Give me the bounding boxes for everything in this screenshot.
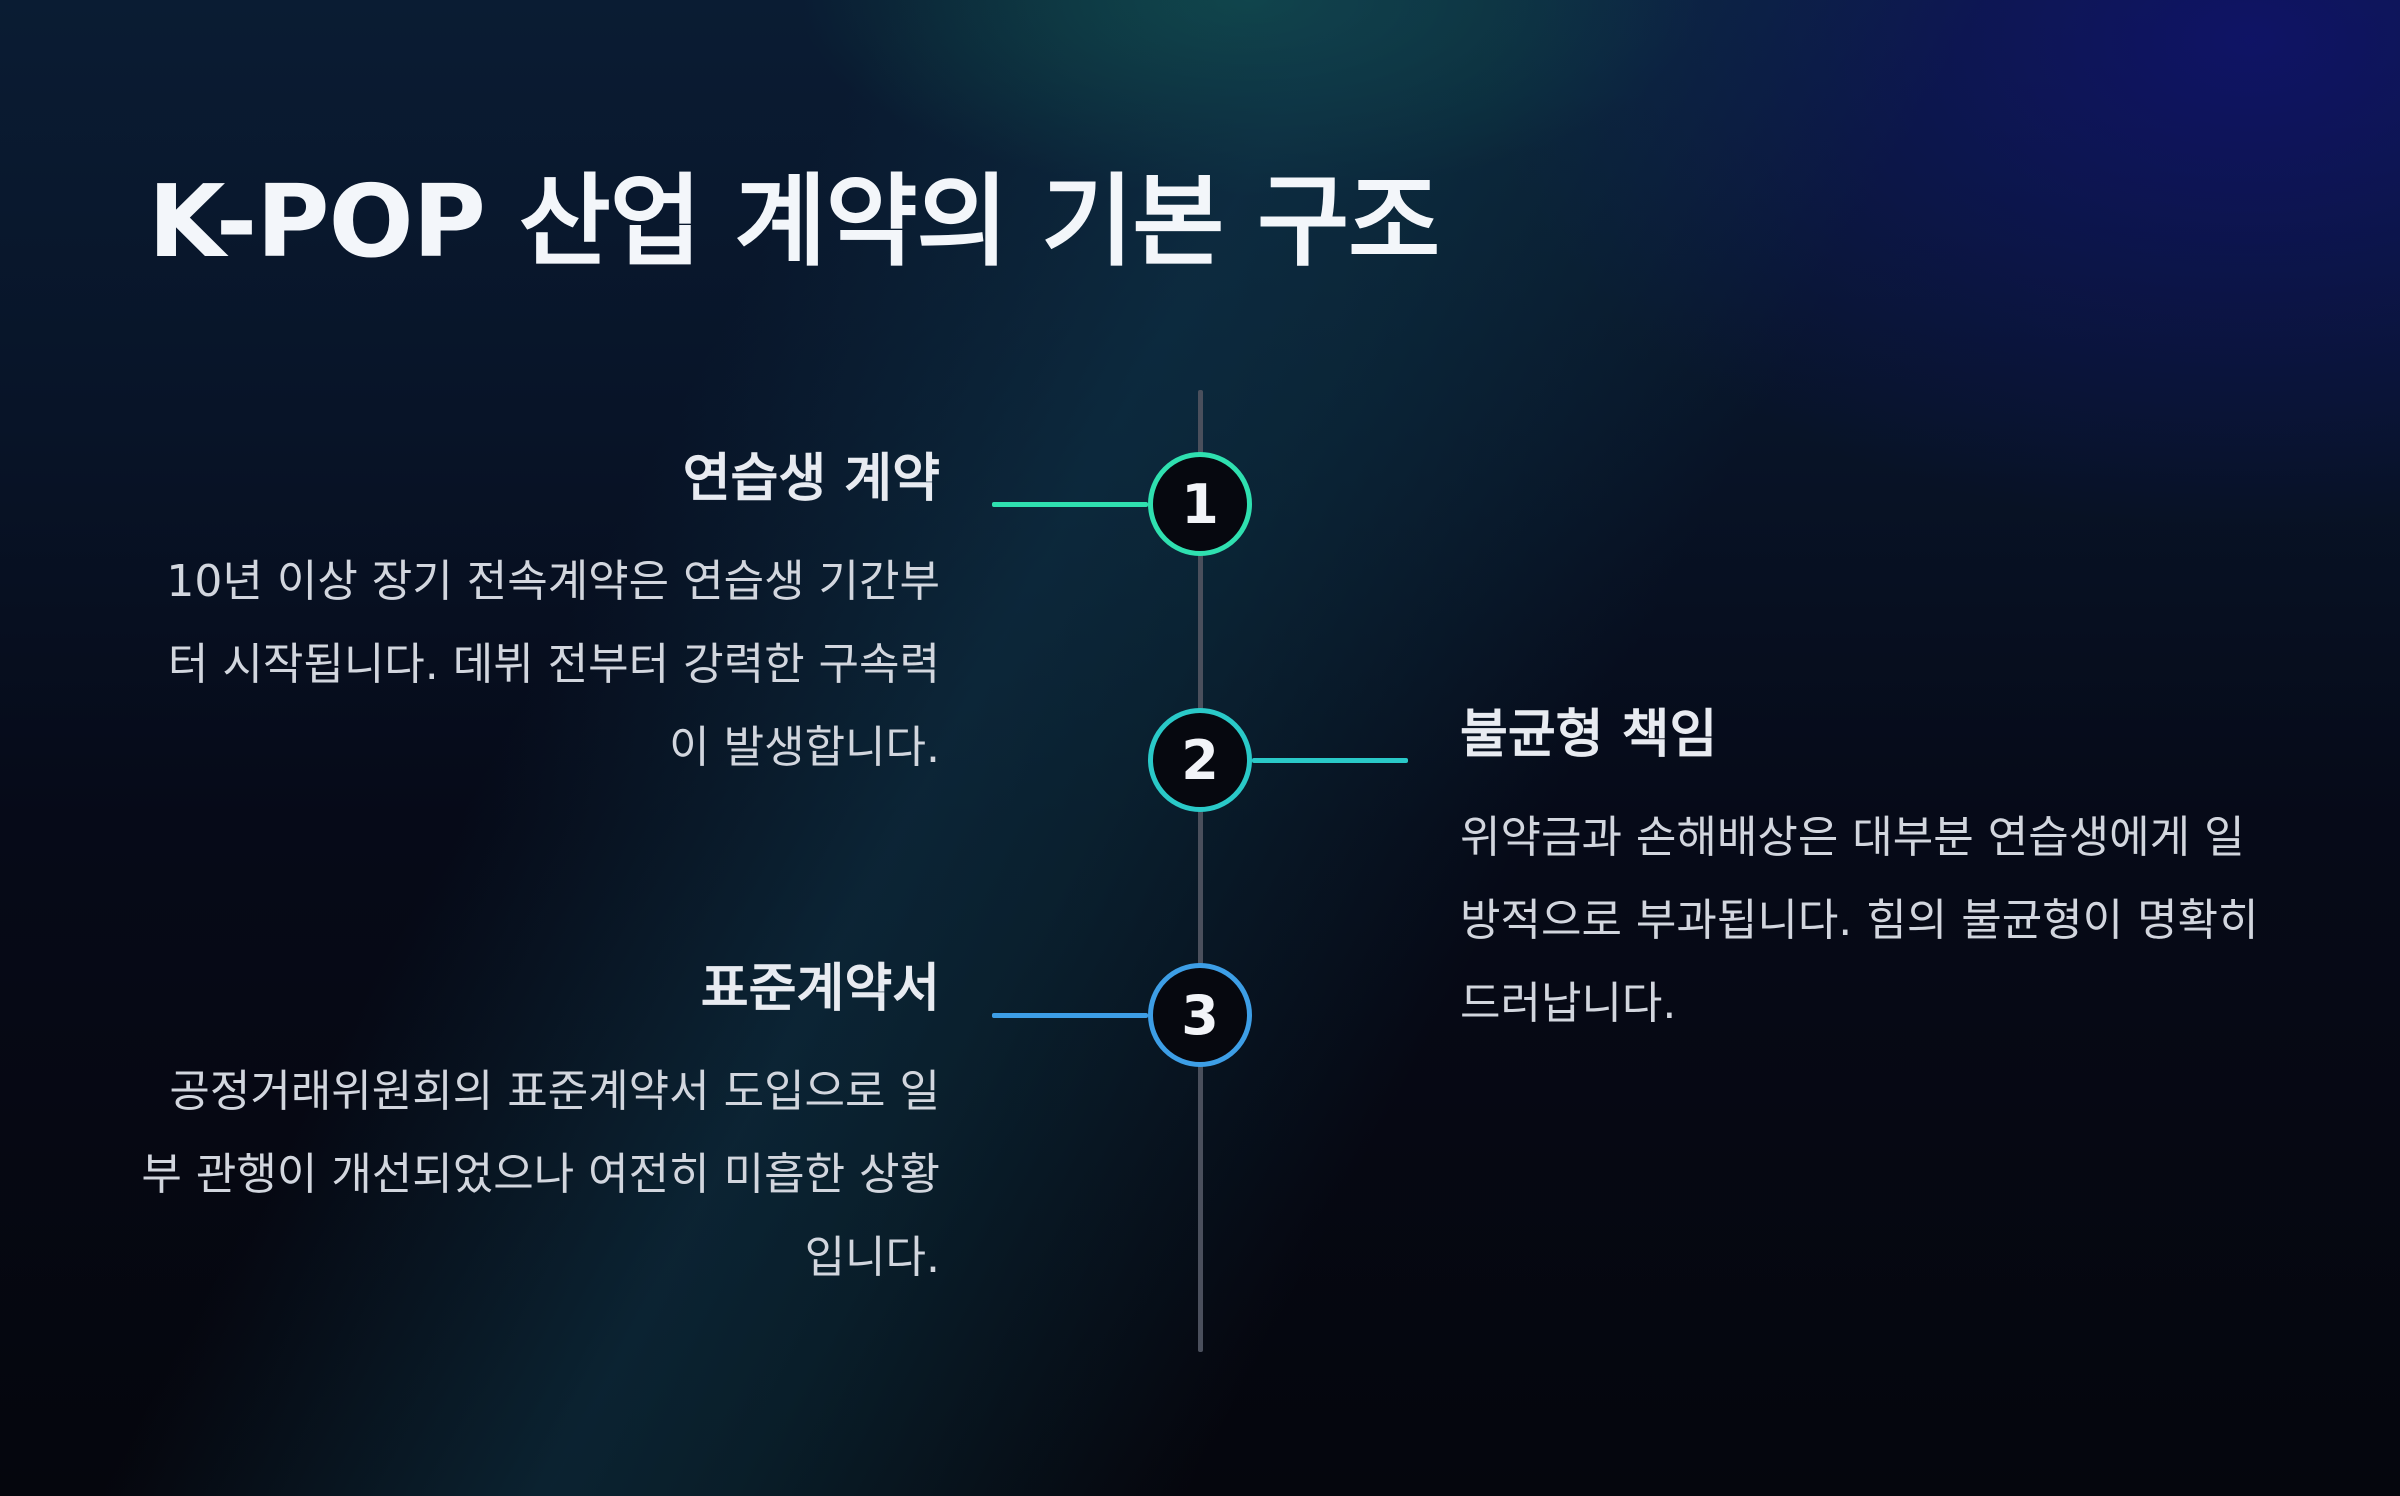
item-1-description: 10년 이상 장기 전속계약은 연습생 기간부터 시작됩니다. 데뷔 전부터 강… [166, 556, 940, 773]
item-2-description: 위약금과 손해배상은 대부분 연습생에게 일방적으로 부과됩니다. 힘의 불균형… [1460, 812, 2259, 1029]
step-1-badge: 1 [1148, 452, 1252, 556]
connector-2 [1252, 758, 1408, 763]
step-3-badge: 3 [1148, 963, 1252, 1067]
item-3-description: 공정거래위원회의 표준계약서 도입으로 일부 관행이 개선되었으나 여전히 미흡… [141, 1066, 940, 1283]
connector-1 [992, 502, 1148, 507]
connector-3 [992, 1013, 1148, 1018]
step-2-badge: 2 [1148, 708, 1252, 812]
slide-title: K-POP 산업 계약의 기본 구조 [148, 163, 1440, 280]
item-1-title: 연습생 계약 [682, 449, 940, 509]
item-2-title: 불균형 책임 [1460, 705, 1718, 765]
timeline-axis [1198, 390, 1203, 1352]
item-3-title: 표준계약서 [700, 959, 940, 1019]
